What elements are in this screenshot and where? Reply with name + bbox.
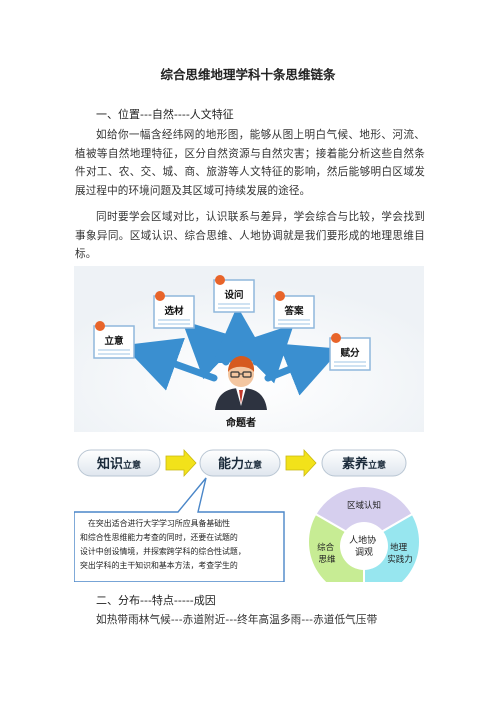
circle-center <box>340 522 388 570</box>
pin-icon <box>155 291 165 301</box>
card-label: 答案 <box>283 305 304 317</box>
person-label: 命题者 <box>225 416 256 429</box>
card-2: 选材 <box>153 291 195 329</box>
segment-label-integrated: 综合 思维 <box>317 542 337 565</box>
arrow-to-card-3 <box>212 306 269 364</box>
flow-row: 知识立意 能力立意 素养立意 <box>77 448 407 478</box>
card-5: 赋分 <box>329 333 371 371</box>
flow-pill-2-text: 能力立意 <box>218 456 262 472</box>
card-1: 立意 <box>93 321 135 359</box>
segment-regional-cognition <box>314 485 414 544</box>
section-1-heading: 一、位置---自然----人文特征 <box>96 108 234 121</box>
arrow-to-card-4 <box>234 324 294 384</box>
flow-pill-1 <box>77 449 161 477</box>
flow-pill-1-text: 知识立意 <box>97 456 141 472</box>
page-title: 综合思维地理学科十条思维链条 <box>160 67 336 82</box>
flow-pill-3 <box>321 449 407 477</box>
exam-design-figure: 立意 选材 设问 答案 赋分 <box>73 266 424 600</box>
arrows-group <box>122 306 341 396</box>
card-3: 设问 <box>213 275 255 313</box>
pin-icon <box>95 321 105 331</box>
segment-label-practice: 地理 实践力 <box>387 542 413 565</box>
flow-arrow-1 <box>165 448 197 478</box>
pin-icon <box>331 333 341 343</box>
card-label: 选材 <box>164 305 184 317</box>
section-2-paragraph-1: 如热带雨林气候---赤道附近---终年高温多雨---赤道低气压带 <box>96 614 378 626</box>
person-icon <box>215 356 267 410</box>
flow-arrow-2 <box>285 448 317 478</box>
card-label: 立意 <box>104 335 124 347</box>
card-4: 答案 <box>273 291 315 329</box>
section-1-paragraph-1: 如给你一幅含经纬网的地形图，能够从图上明白气候、地形、河流、植被等自然地理特征，… <box>75 129 425 197</box>
pin-icon <box>275 291 285 301</box>
figure-canvas: 立意 选材 设问 答案 赋分 <box>73 266 424 600</box>
callout-box: 在突出适合进行大学学习所应具备基础性 和综合性思维能力考查的同时，还要在试题的 … <box>73 477 285 583</box>
flow-pill-3-text: 素养立意 <box>342 456 386 472</box>
arrow-to-card-5 <box>264 343 341 396</box>
callout-text: 在突出适合进行大学学习所应具备基础性 和综合性思维能力考查的同时，还要在试题的 … <box>80 518 248 570</box>
literacy-circle: 人地协 调观 区域认知 地理 实践力 综合 思维 <box>307 485 421 600</box>
flow-pill-2 <box>199 449 281 477</box>
card-label: 设问 <box>224 289 243 301</box>
section-1-paragraph-2: 同时要学会区域对比，认识联系与差异，学会综合与比较，学会找到事象异同。区域认识、… <box>75 211 425 261</box>
circle-center-text: 人地协 调观 <box>349 534 379 558</box>
pin-icon <box>215 275 225 285</box>
segment-label-regional: 区域认知 <box>347 500 381 511</box>
card-label: 赋分 <box>340 347 360 359</box>
section-2-heading: 二、分布---特点-----成因 <box>96 594 216 607</box>
